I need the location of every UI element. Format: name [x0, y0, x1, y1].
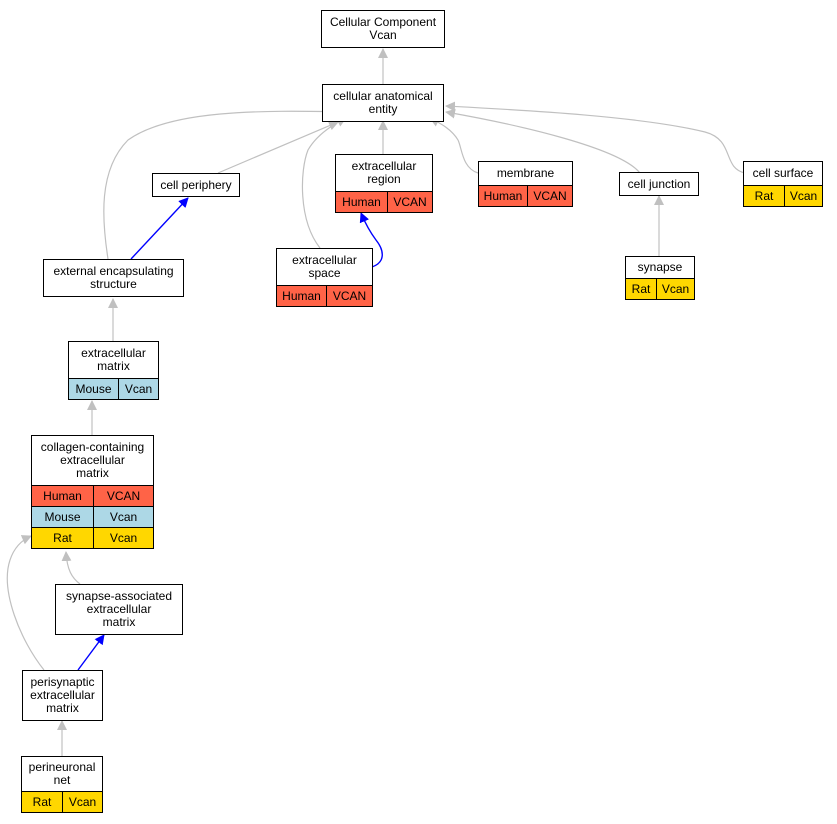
node-title: extracellular space [292, 253, 357, 280]
species-row-human: Human VCAN [336, 191, 432, 212]
species-row-rat: Rat Vcan [626, 278, 694, 299]
gene-cell: VCAN [533, 189, 567, 203]
gene-cell: VCAN [332, 289, 367, 303]
node-title: extracellular region [351, 159, 417, 186]
node-title: synapse [637, 260, 683, 274]
node-title: cell junction [627, 176, 691, 191]
species-cell: Human [32, 486, 94, 506]
node-cellular-anatomical-entity[interactable]: cellular anatomical entity [322, 84, 444, 122]
species-row-rat: Rat Vcan [744, 185, 822, 206]
node-title: membrane [496, 166, 555, 180]
gene-cell: Vcan [124, 382, 153, 396]
species-cell: Mouse [69, 379, 119, 399]
node-synapse-associated-extracellular-matrix[interactable]: synapse-associated extracellular matrix [55, 584, 183, 635]
species-row-human: Human VCAN [277, 285, 372, 306]
species-cell: Rat [744, 186, 785, 206]
node-title: external encapsulating structure [53, 264, 174, 291]
edge-celljunction-to-cae [445, 108, 641, 174]
node-cellular-component-root[interactable]: Cellular Component Vcan [321, 10, 445, 48]
edge-cellsurface-to-cae [445, 101, 746, 174]
node-title: cell periphery [160, 177, 232, 192]
node-extracellular-space[interactable]: extracellular space Human VCAN [276, 248, 373, 307]
gene-cell: Vcan [109, 510, 138, 524]
species-row-mouse: Mouse Vcan [32, 506, 153, 527]
node-title: Cellular Component Vcan [329, 15, 437, 42]
species-cell: Human [479, 186, 528, 206]
species-row-human: Human VCAN [32, 485, 153, 506]
node-title: extracellular matrix [81, 346, 146, 373]
species-row-rat: Rat Vcan [32, 527, 153, 548]
node-collagen-containing-extracellular-matrix[interactable]: collagen-containing extracellular matrix… [31, 435, 154, 549]
node-title: collagen-containing extracellular matrix [40, 440, 145, 480]
node-title: perisynaptic extracellular matrix [30, 675, 95, 715]
species-row-human: Human VCAN [479, 185, 572, 206]
node-title: synapse-associated extracellular matrix [65, 589, 173, 629]
node-perineuronal-net[interactable]: perineuronal net Rat Vcan [21, 756, 103, 813]
edge-ees-part-of-cellperiphery [130, 197, 189, 260]
gene-cell: VCAN [106, 489, 141, 503]
node-cell-surface[interactable]: cell surface Rat Vcan [743, 161, 823, 207]
species-cell: Rat [22, 792, 63, 812]
node-extracellular-region[interactable]: extracellular region Human VCAN [335, 154, 433, 213]
node-title: cell surface [752, 166, 814, 180]
node-cell-junction[interactable]: cell junction [619, 172, 699, 196]
species-cell: Mouse [32, 507, 94, 527]
species-cell: Human [336, 192, 388, 212]
edge-membrane-to-cae [429, 117, 479, 174]
species-row-rat: Rat Vcan [22, 791, 102, 812]
gene-cell: Vcan [661, 282, 690, 296]
gene-cell: Vcan [109, 531, 138, 545]
edge-psecm-to-collagen [6, 535, 45, 671]
species-cell: Human [277, 286, 327, 306]
node-membrane[interactable]: membrane Human VCAN [478, 161, 573, 207]
edge-saecm-to-collagen [61, 551, 81, 585]
node-extracellular-matrix[interactable]: extracellular matrix Mouse Vcan [68, 341, 159, 400]
edge-extspace-part-of-extregion [359, 212, 383, 268]
node-perisynaptic-extracellular-matrix[interactable]: perisynaptic extracellular matrix [22, 670, 103, 721]
gene-cell: Vcan [789, 189, 818, 203]
gene-cell: Vcan [68, 795, 97, 809]
species-cell: Rat [626, 279, 657, 299]
edge-cellperiphery-to-cae [217, 120, 339, 174]
node-cell-periphery[interactable]: cell periphery [152, 173, 240, 197]
gene-cell: VCAN [393, 195, 427, 209]
edge-psecm-part-of-saecm [77, 634, 105, 671]
edge-extspace-to-cae [301, 117, 347, 249]
edge-ees-to-cae [103, 106, 346, 260]
species-cell: Rat [32, 528, 94, 548]
species-row-mouse: Mouse Vcan [69, 378, 158, 399]
node-title: perineuronal net [28, 760, 96, 787]
node-title: cellular anatomical entity [333, 89, 433, 116]
node-external-encapsulating-structure[interactable]: external encapsulating structure [43, 259, 184, 297]
node-synapse[interactable]: synapse Rat Vcan [625, 256, 695, 300]
